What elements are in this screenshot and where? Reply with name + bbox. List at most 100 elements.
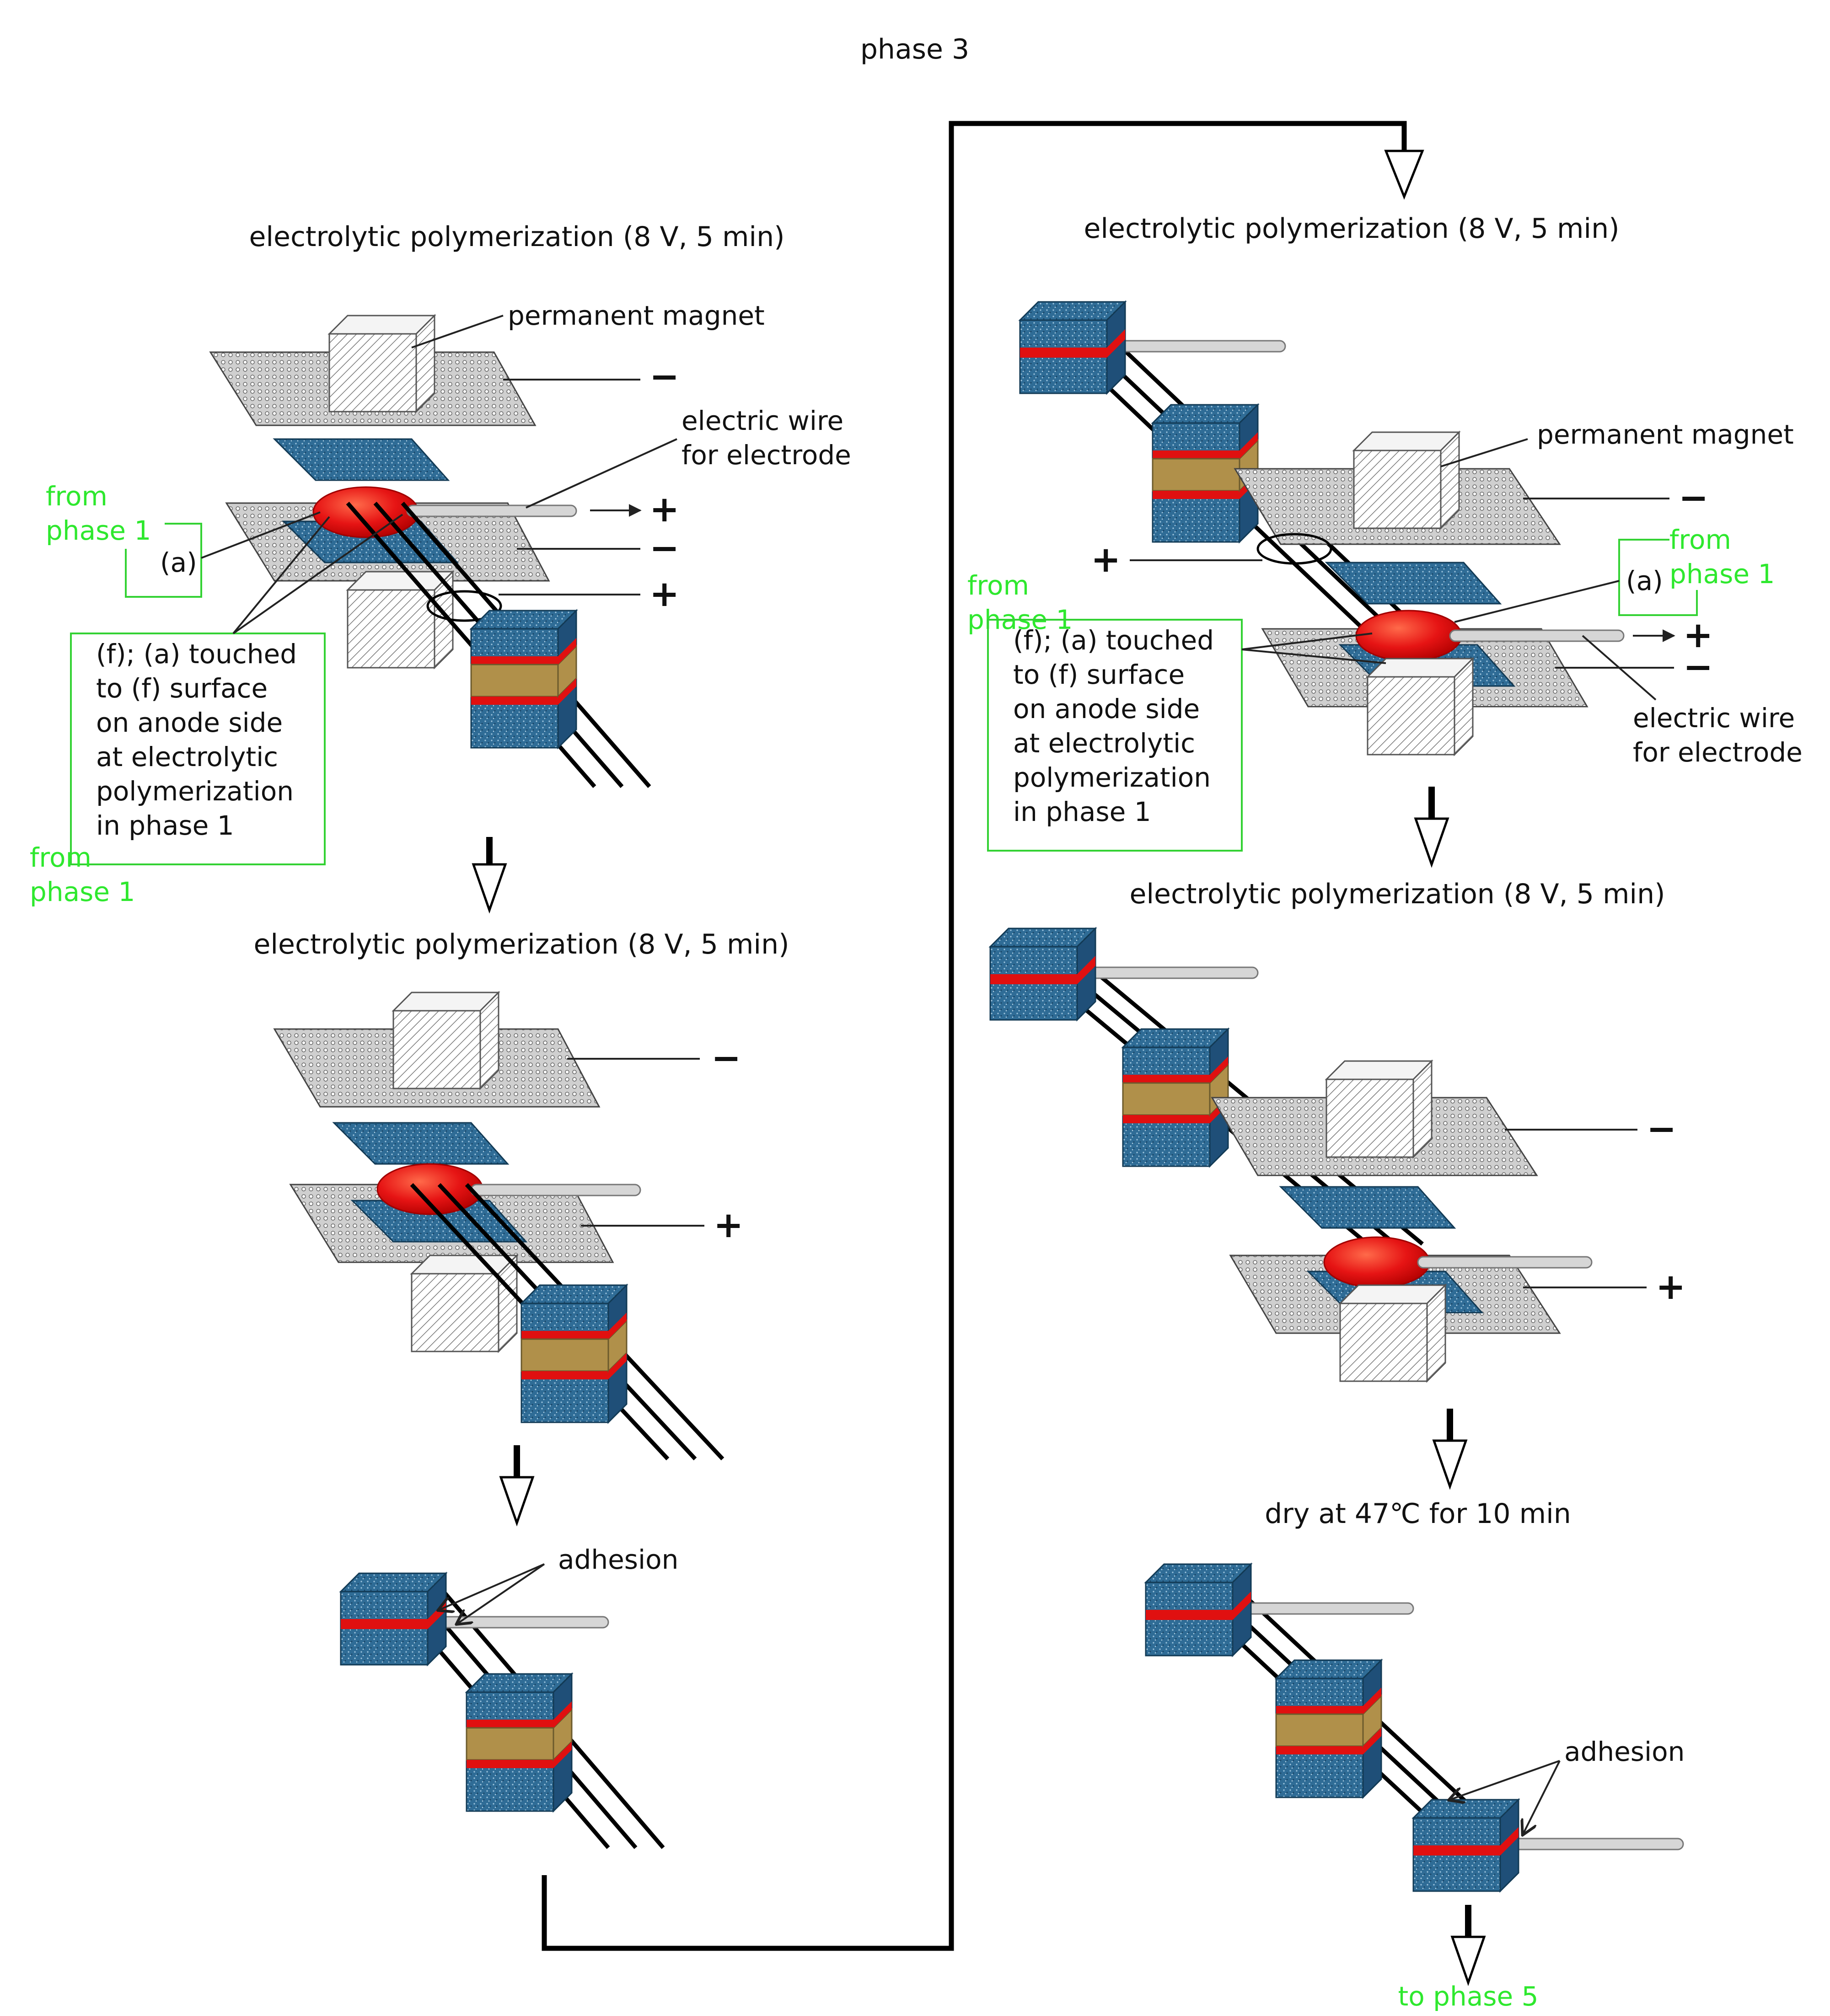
magnet-block: [328, 315, 435, 413]
coil-loop: [1256, 533, 1332, 565]
page-title: phase 3: [860, 33, 969, 65]
wire-label-line2: for electrode: [1633, 737, 1803, 768]
down-arrow-icon: [1432, 1439, 1468, 1490]
plus-sign: +: [1091, 539, 1121, 580]
right-top-assembly: electrolytic polymerization (8 V, 5 min)…: [967, 213, 1803, 868]
red-disc: [1355, 610, 1462, 662]
wire-label-line1: electric wire: [1633, 702, 1795, 734]
plus-sign: +: [1683, 615, 1713, 656]
right-mid-assembly: electrolytic polymerization (8 V, 5 min)…: [990, 878, 1685, 1490]
coil-loop: [426, 590, 502, 622]
left-mid-assembly: electrolytic polymerization (8 V, 5 min)…: [253, 928, 789, 1527]
down-arrow-icon: [1414, 817, 1449, 868]
electrode-rod: [1449, 629, 1625, 642]
right-mid-title: electrolytic polymerization (8 V, 5 min): [1129, 878, 1665, 910]
electrode-rod: [1115, 340, 1286, 353]
electrode-rod: [1243, 1602, 1414, 1615]
adhesion-arrow: [1450, 1760, 1560, 1800]
magnet-label: permanent magnet: [1537, 419, 1794, 450]
single-block: [341, 1573, 446, 1665]
lead-line: [1241, 633, 1373, 650]
single-block: [1146, 1564, 1251, 1656]
from-phase1-label: from: [30, 842, 91, 873]
adhesion-label: adhesion: [1564, 1736, 1685, 1767]
stacked-block: [470, 610, 577, 749]
note-line: to (f) surface: [1013, 659, 1185, 690]
note-line: at electrolytic: [96, 741, 278, 772]
wire-label-line1: electric wire: [682, 405, 843, 436]
lead-line: [201, 511, 321, 559]
note-line: polymerization: [96, 776, 294, 807]
single-block: [1020, 302, 1125, 393]
from-phase1-box: [125, 523, 202, 598]
note-box: [70, 633, 326, 865]
magnet-block: [347, 571, 454, 669]
stacked-block: [466, 1673, 573, 1812]
plus-sign: +: [714, 1205, 743, 1246]
adhesion-arrow: [457, 1563, 545, 1624]
lead-line: [411, 315, 504, 349]
minus-sign: −: [649, 528, 679, 569]
from-phase1-label: from: [1669, 524, 1731, 555]
item-a-label: (a): [1626, 565, 1663, 596]
to-phase5-label: to phase 5: [1398, 1981, 1538, 2012]
flow-arrow-right-top: [1384, 150, 1424, 200]
red-disc: [1323, 1236, 1430, 1288]
note-line: on anode side: [1013, 693, 1200, 724]
electrode-rod: [1417, 1256, 1593, 1269]
from-phase1-label: from: [967, 570, 1029, 601]
lead-line: [526, 438, 677, 509]
plus-sign: +: [649, 574, 679, 615]
plus-sign: +: [1656, 1266, 1685, 1308]
wire-label-line2: for electrode: [682, 440, 851, 471]
electrode-rod: [1088, 966, 1259, 979]
lead-line: [232, 516, 330, 634]
blue-plate: [1279, 1186, 1456, 1229]
blue-plate: [332, 1122, 510, 1165]
single-block: [990, 928, 1095, 1020]
adhesion-arrow: [1523, 1760, 1561, 1834]
blue-plate: [273, 438, 450, 481]
magnet-block: [1353, 431, 1460, 529]
magnet-label: permanent magnet: [508, 300, 765, 331]
red-disc: [312, 486, 419, 538]
from-phase1-label: phase 1: [46, 515, 151, 546]
note-line: to (f) surface: [96, 673, 268, 704]
blue-plate: [1325, 562, 1502, 605]
stacked-block: [1275, 1659, 1382, 1798]
note-line: polymerization: [1013, 762, 1211, 793]
down-arrow-icon: [499, 1476, 535, 1527]
electrode-rod: [1513, 1838, 1684, 1850]
magnet-block: [411, 1255, 518, 1352]
note-line: at electrolytic: [1013, 728, 1195, 759]
note-line: in phase 1: [1013, 796, 1151, 827]
left-top-title: electrolytic polymerization (8 V, 5 min): [249, 221, 784, 253]
minus-sign: −: [1683, 647, 1713, 688]
note-box: [987, 619, 1243, 852]
right-bottom-assembly: dry at 47℃ for 10 min adhesion to phase …: [1146, 1498, 1685, 2012]
magnet-block: [1339, 1284, 1446, 1382]
electrode-rod: [406, 504, 577, 517]
adhesion-arrow: [439, 1563, 545, 1610]
minus-sign: −: [649, 356, 679, 397]
from-phase1-label: phase 1: [30, 876, 135, 907]
minus-sign: −: [1647, 1109, 1676, 1150]
lead-line: [1582, 635, 1657, 701]
lead-line: [1454, 580, 1620, 623]
note-line: on anode side: [96, 707, 283, 738]
from-phase1-box: [1618, 539, 1698, 616]
lead-line: [1241, 649, 1386, 664]
note-line: (f); (a) touched: [96, 638, 297, 670]
electrode-rod: [470, 1184, 641, 1196]
item-a-label: (a): [160, 547, 197, 578]
magnet-block: [1367, 658, 1474, 756]
left-bottom-assembly: adhesion: [341, 1544, 678, 1849]
magnet-block: [392, 992, 499, 1089]
stacked-block: [521, 1284, 628, 1423]
left-mid-title: electrolytic polymerization (8 V, 5 min): [253, 928, 789, 960]
from-phase1-label: from: [46, 481, 107, 512]
left-top-assembly: electrolytic polymerization (8 V, 5 min)…: [30, 221, 851, 914]
lead-line: [1440, 438, 1528, 467]
